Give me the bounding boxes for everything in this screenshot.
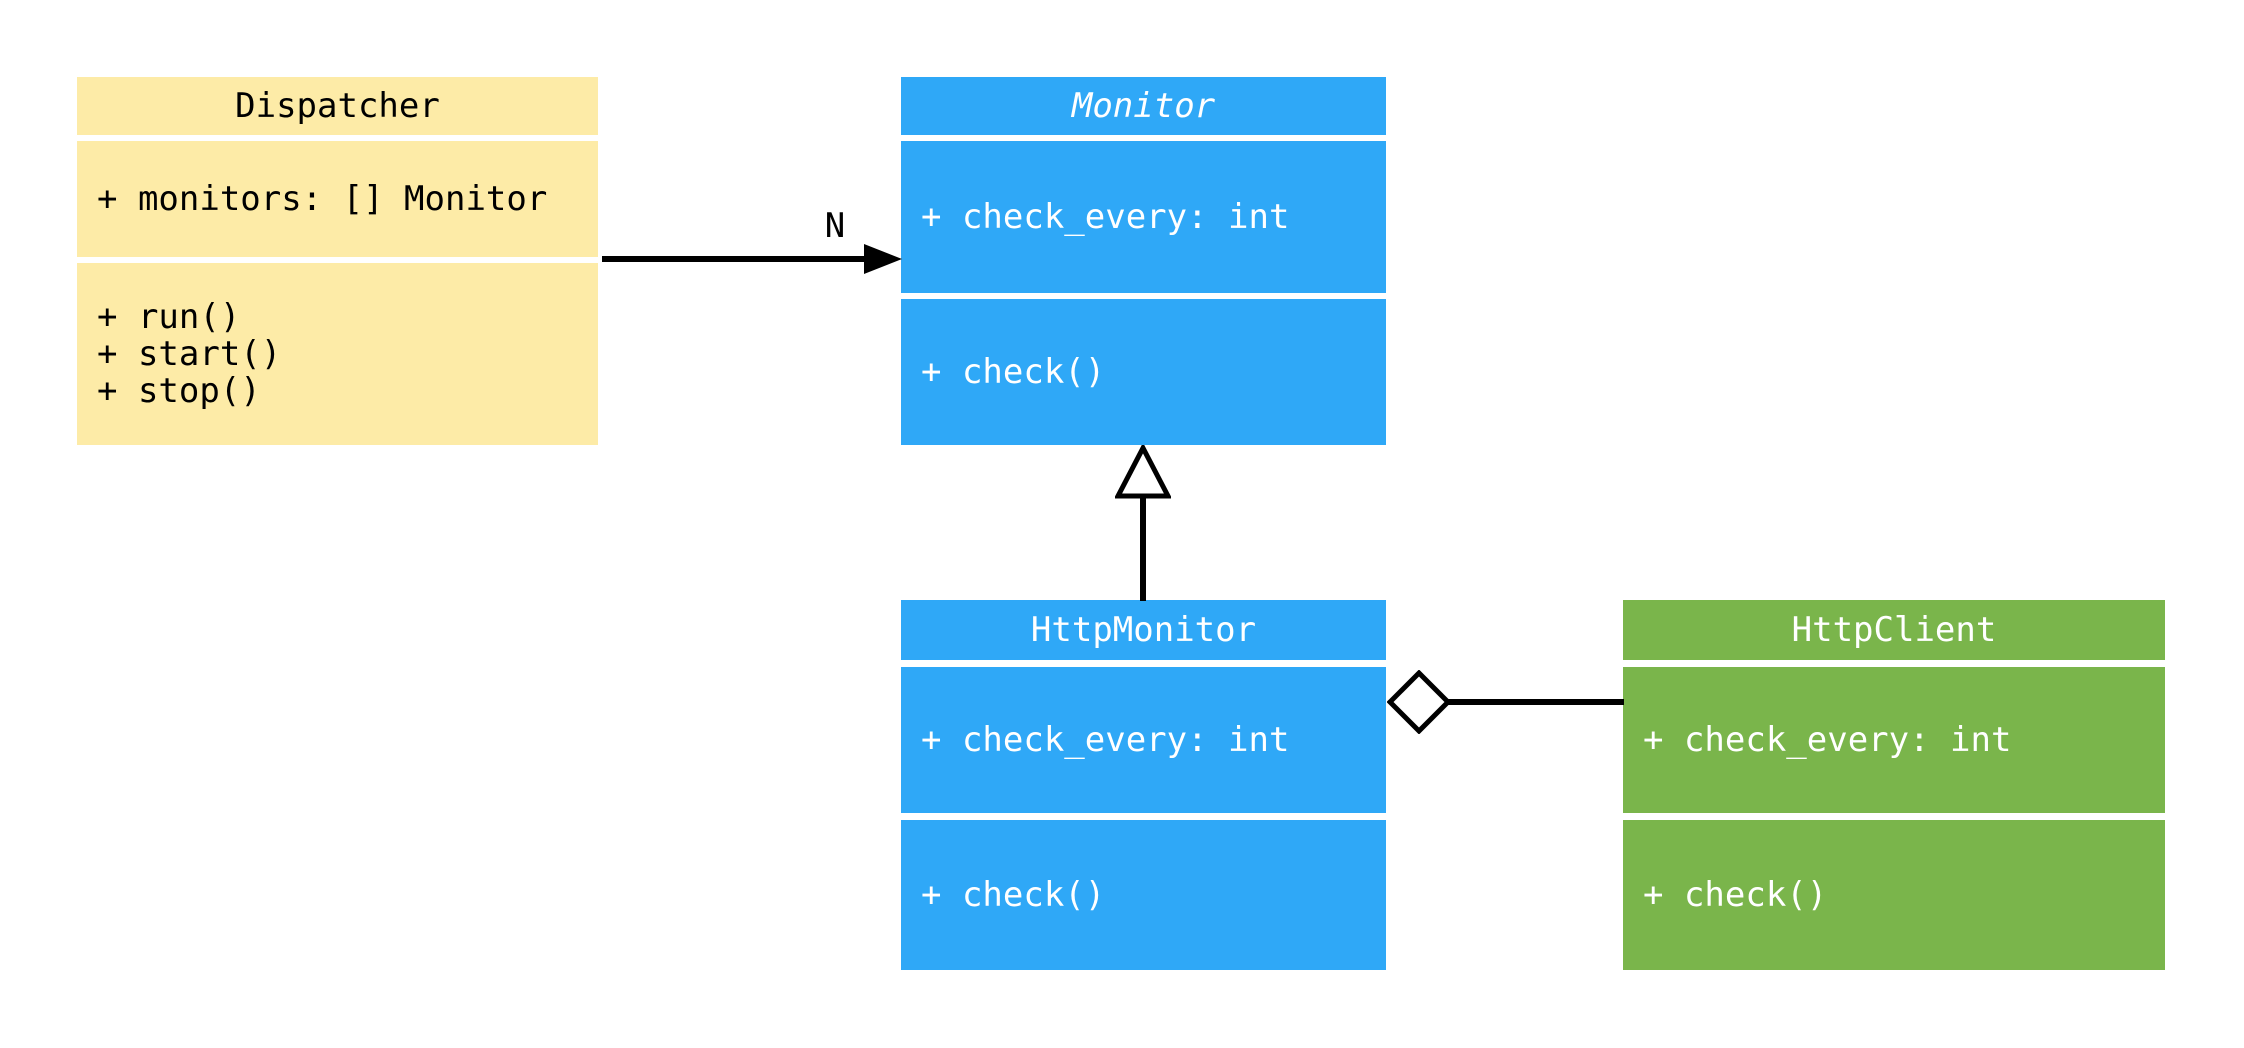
divider — [901, 293, 1386, 299]
method-row: + check() — [921, 874, 1106, 915]
aggregation-diamond-icon — [1387, 670, 1451, 734]
generalization-line — [1140, 493, 1146, 601]
divider — [77, 257, 598, 263]
method-row: + start() — [97, 333, 282, 374]
class-httpmonitor: HttpMonitor + check_every: int + check() — [901, 600, 1386, 970]
attribute-row: + check_every: int — [921, 196, 1290, 237]
attribute-row: + check_every: int — [921, 719, 1290, 760]
divider — [901, 660, 1386, 667]
class-httpclient: HttpClient + check_every: int + check() — [1623, 600, 2165, 970]
class-dispatcher: Dispatcher + monitors: [] Monitor + run(… — [77, 77, 598, 445]
divider — [77, 135, 598, 141]
class-monitor-title: Monitor — [901, 77, 1386, 135]
class-httpclient-methods: + check() — [1623, 820, 2165, 970]
class-dispatcher-attributes: + monitors: [] Monitor — [77, 141, 598, 257]
class-monitor-methods: + check() — [901, 299, 1386, 445]
aggregation-line — [1446, 699, 1624, 705]
class-monitor: Monitor + check_every: int + check() — [901, 77, 1386, 445]
class-httpmonitor-attributes: + check_every: int — [901, 667, 1386, 813]
association-arrowhead-icon — [864, 244, 902, 274]
attribute-row: + check_every: int — [1643, 719, 2012, 760]
method-row: + check() — [921, 351, 1106, 392]
multiplicity-label: N — [824, 206, 846, 246]
class-dispatcher-title: Dispatcher — [77, 77, 598, 135]
divider — [1623, 813, 2165, 820]
inheritance-triangle-icon — [1115, 445, 1171, 499]
class-httpmonitor-title: HttpMonitor — [901, 600, 1386, 660]
divider — [901, 135, 1386, 141]
attribute-row: + monitors: [] Monitor — [97, 178, 548, 219]
association-line — [602, 256, 870, 262]
class-httpclient-title: HttpClient — [1623, 600, 2165, 660]
method-row: + check() — [1643, 874, 1828, 915]
class-httpclient-attributes: + check_every: int — [1623, 667, 2165, 813]
class-dispatcher-methods: + run() + start() + stop() — [77, 263, 598, 445]
method-row: + run() — [97, 296, 241, 337]
method-row: + stop() — [97, 370, 261, 411]
class-monitor-attributes: + check_every: int — [901, 141, 1386, 293]
divider — [1623, 660, 2165, 667]
divider — [901, 813, 1386, 820]
class-httpmonitor-methods: + check() — [901, 820, 1386, 970]
